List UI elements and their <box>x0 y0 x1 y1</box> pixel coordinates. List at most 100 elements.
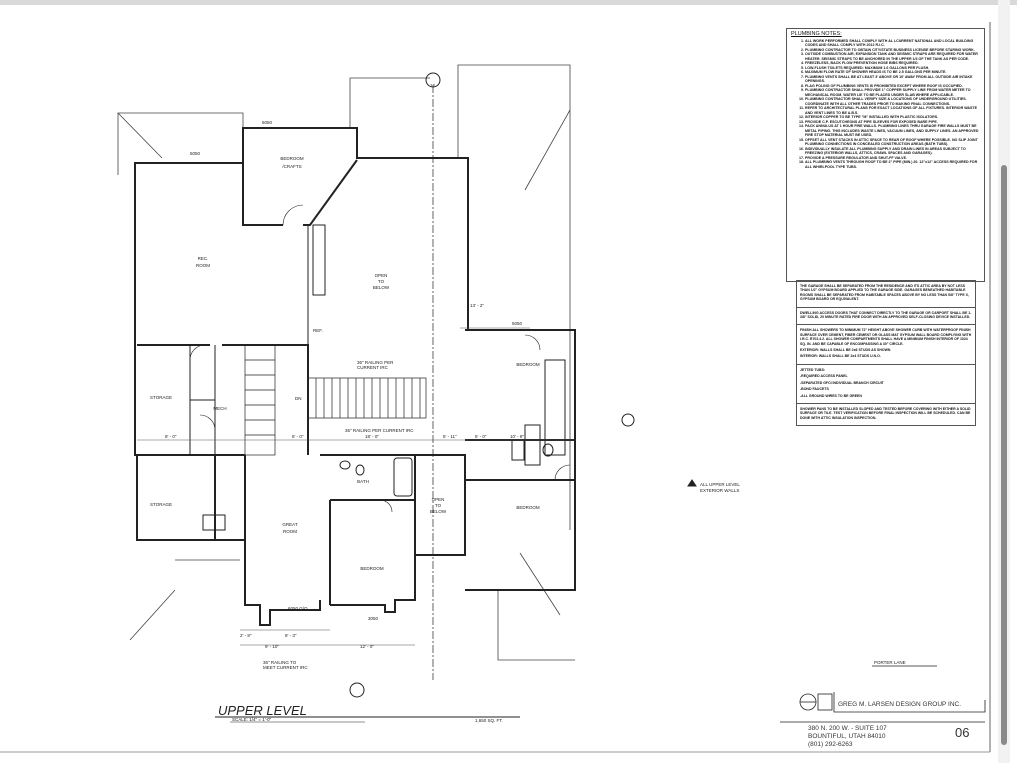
svg-text:8' - 3": 8' - 3" <box>285 633 297 638</box>
svg-text:MEET CURRENT IRC: MEET CURRENT IRC <box>263 665 308 670</box>
plumbing-note: PLUMBING CONTRACTOR SHALL VERIFY SIZE & … <box>805 97 980 106</box>
svg-text:REF.: REF. <box>313 328 323 333</box>
svg-text:TO: TO <box>378 279 385 284</box>
viewer-top-bar <box>0 0 1017 5</box>
room-labels: BEDROOM /CRAFTS REC. ROOM OPEN TO BELOW … <box>150 156 540 571</box>
svg-text:TO: TO <box>435 503 442 508</box>
plumbing-note: PROVIDE A PRESSURE REGULATOR AND SHUT-FF… <box>805 156 980 161</box>
scrollbar-thumb[interactable] <box>1001 165 1007 745</box>
title-block <box>780 665 986 723</box>
floor-area: 1,650 SQ. FT. <box>475 718 503 723</box>
plumbing-note: ALL PLUMBING VENTS THROUGH ROOF TO BE 2"… <box>805 160 980 169</box>
svg-text:GREAT: GREAT <box>282 522 297 527</box>
svg-text:36" RAILING TO: 36" RAILING TO <box>263 660 297 665</box>
code-note-section: THE GARAGE SHALL BE SEPARATED FROM THE R… <box>797 281 975 308</box>
svg-text:18' - 0": 18' - 0" <box>365 434 379 439</box>
svg-text:5050: 5050 <box>190 151 201 156</box>
svg-text:13' - 2": 13' - 2" <box>470 303 484 308</box>
code-note-text: SHOWER PANS TO BE INSTALLED SLOPED AND T… <box>800 406 971 420</box>
plumbing-note: PLUMBING VENTS SHALL BE AT LEAST 3' ABOV… <box>805 75 980 84</box>
code-note-text: -SEPARATED GFCI INDIVIDUAL BRANCH CIRCUI… <box>800 380 884 385</box>
plumbing-notes-heading: PLUMBING NOTES: <box>791 31 842 37</box>
code-note-text: -BOND FAUCETS <box>800 387 829 392</box>
svg-text:OPEN: OPEN <box>432 497 445 502</box>
code-note-text: JETTED TUBS: <box>800 367 826 372</box>
svg-text:EXTERIOR WALLS: EXTERIOR WALLS <box>700 488 739 493</box>
plumbing-note: ALL WORK PERFORMED SHALL COMPLY WITH AL … <box>805 39 980 48</box>
firm-address-1: 380 N. 200 W. - SUITE 107 <box>808 725 887 732</box>
stair <box>244 344 427 456</box>
svg-text:STORAGE: STORAGE <box>150 502 172 507</box>
svg-text:BELOW: BELOW <box>373 285 390 290</box>
svg-text:8' - 0": 8' - 0" <box>165 434 177 439</box>
plumbing-note: PACK ANNULUS AT 1 HOUR FIRE WALLS. PLUMB… <box>805 124 980 138</box>
code-note-text: -ALL GROUND WIRES TO BE GREEN <box>800 393 862 398</box>
code-note-section: SHOWER PANS TO BE INSTALLED SLOPED AND T… <box>797 404 975 425</box>
drawing-title: UPPER LEVEL <box>218 703 307 718</box>
project-name: PORTER LANE <box>874 660 906 665</box>
code-note-text: -REQUIRED ACCESS PANEL <box>800 374 848 379</box>
plumbing-note: MAXIMUM FLOW RATE OF SHOWER HEADS IS TO … <box>805 70 980 75</box>
svg-text:6050 G/O: 6050 G/O <box>288 606 308 611</box>
plumbing-note: LOW-FLUSH TOILETS REQUIRED: MAXIMUM 1.6 … <box>805 66 980 71</box>
code-note-text: INTERIOR: WALLS SHALL BE 2x4 STUDS U.N.O… <box>800 354 881 359</box>
plumbing-note: FREEZELESS, BACK FLOW PREVENTION HOSE BI… <box>805 61 980 66</box>
plumbing-note: INTERIOR COPPER TO BE TYPE "M" INSTALLED… <box>805 115 980 120</box>
plumbing-note: OFFSET ALL VENT STACKS IN ATTIC SPACE TO… <box>805 138 980 147</box>
plumbing-note: OUTSIDE COMBUSTION AIR, EXPANSION TANK A… <box>805 52 980 61</box>
code-note-text: EXTERIOR: WALLS SHALL BE 2x6 STUDS AS SH… <box>800 348 891 353</box>
firm-phone: (801) 292-6263 <box>808 741 853 748</box>
section-marker <box>425 72 441 88</box>
svg-text:/CRAFTS: /CRAFTS <box>282 164 301 169</box>
svg-text:5050: 5050 <box>512 321 523 326</box>
svg-text:MECH: MECH <box>213 406 226 411</box>
plumbing-note: FLAG POLING OF PLUMBING VENTS IS PROHIBI… <box>805 84 980 89</box>
svg-text:2' - 8": 2' - 8" <box>240 633 252 638</box>
svg-text:OPEN: OPEN <box>375 273 388 278</box>
roof-outline <box>117 64 575 661</box>
svg-text:6' - 0": 6' - 0" <box>292 434 304 439</box>
firm-address-2: BOUNTIFUL, UTAH 84010 <box>808 733 886 740</box>
code-note-text: THE GARAGE SHALL BE SEPARATED FROM THE R… <box>800 284 969 302</box>
plumbing-note: INDIVIDUALLY INSULATE ALL PLUMBING SUPPL… <box>805 147 980 156</box>
svg-text:CURRENT IRC: CURRENT IRC <box>357 365 389 370</box>
svg-text:ROOM: ROOM <box>283 529 297 534</box>
plumbing-note: PLUMBING CONTRACTOR TO OBTAIN CITY/STATE… <box>805 48 980 53</box>
svg-text:5' - 11": 5' - 11" <box>443 434 457 439</box>
code-note-section: JETTED TUBS: -REQUIRED ACCESS PANEL-SEPAR… <box>797 365 975 404</box>
svg-text:12' - 0": 12' - 0" <box>360 644 374 649</box>
drawing-scale: SCALE: 1/4" = 1'-0" <box>232 717 272 722</box>
svg-text:DN: DN <box>295 396 302 401</box>
dimension-lines <box>137 327 575 646</box>
plumbing-notes-list: ALL WORK PERFORMED SHALL COMPLY WITH AL … <box>791 39 980 170</box>
plumbing-note: PLUMBING CONTRACTOR SHALL PROVIDE 1" COP… <box>805 88 980 97</box>
svg-text:BELOW: BELOW <box>430 509 447 514</box>
svg-text:5' - 0": 5' - 0" <box>475 434 487 439</box>
interior-walls <box>189 224 566 531</box>
svg-text:ROOM: ROOM <box>196 263 210 268</box>
door-swings <box>189 204 571 513</box>
svg-text:BEDROOM: BEDROOM <box>280 156 304 161</box>
code-note-section: FINISH ALL SHOWERS TO MINIMUM 72" HEIGHT… <box>797 325 975 365</box>
svg-text:ALL UPPER LEVEL: ALL UPPER LEVEL <box>700 482 740 487</box>
svg-text:36" RAILING PER CURRENT IRC: 36" RAILING PER CURRENT IRC <box>345 428 414 433</box>
svg-text:BEDROOM: BEDROOM <box>360 566 384 571</box>
svg-text:BATH: BATH <box>357 479 369 484</box>
svg-text:6050: 6050 <box>262 120 273 125</box>
plumbing-note: PROVIDE C.P. ESCUTCHEONS AT PIPE SLEEVES… <box>805 120 980 125</box>
sheet-number: 06 <box>955 725 969 740</box>
firm-name: GREG M. LARSEN DESIGN GROUP INC. <box>838 701 961 708</box>
plumbing-note: REFER TO ARCHITECTURAL PLANS FOR EXACT L… <box>805 106 980 115</box>
svg-text:REC.: REC. <box>198 256 209 261</box>
svg-text:3050: 3050 <box>368 616 379 621</box>
svg-text:10' - 8": 10' - 8" <box>510 434 524 439</box>
svg-text:36" RAILING PER: 36" RAILING PER <box>357 360 394 365</box>
code-note-text: DWELLING ACCESS DOORS THAT CONNECT DIREC… <box>800 310 972 320</box>
svg-text:BEDROOM: BEDROOM <box>516 362 540 367</box>
svg-text:BEDROOM: BEDROOM <box>516 505 540 510</box>
svg-text:9' - 10": 9' - 10" <box>265 644 279 649</box>
exterior-walls <box>134 127 576 626</box>
svg-text:12: 12 <box>430 83 436 88</box>
code-note-text: FINISH ALL SHOWERS TO MINIMUM 72" HEIGHT… <box>800 328 972 346</box>
